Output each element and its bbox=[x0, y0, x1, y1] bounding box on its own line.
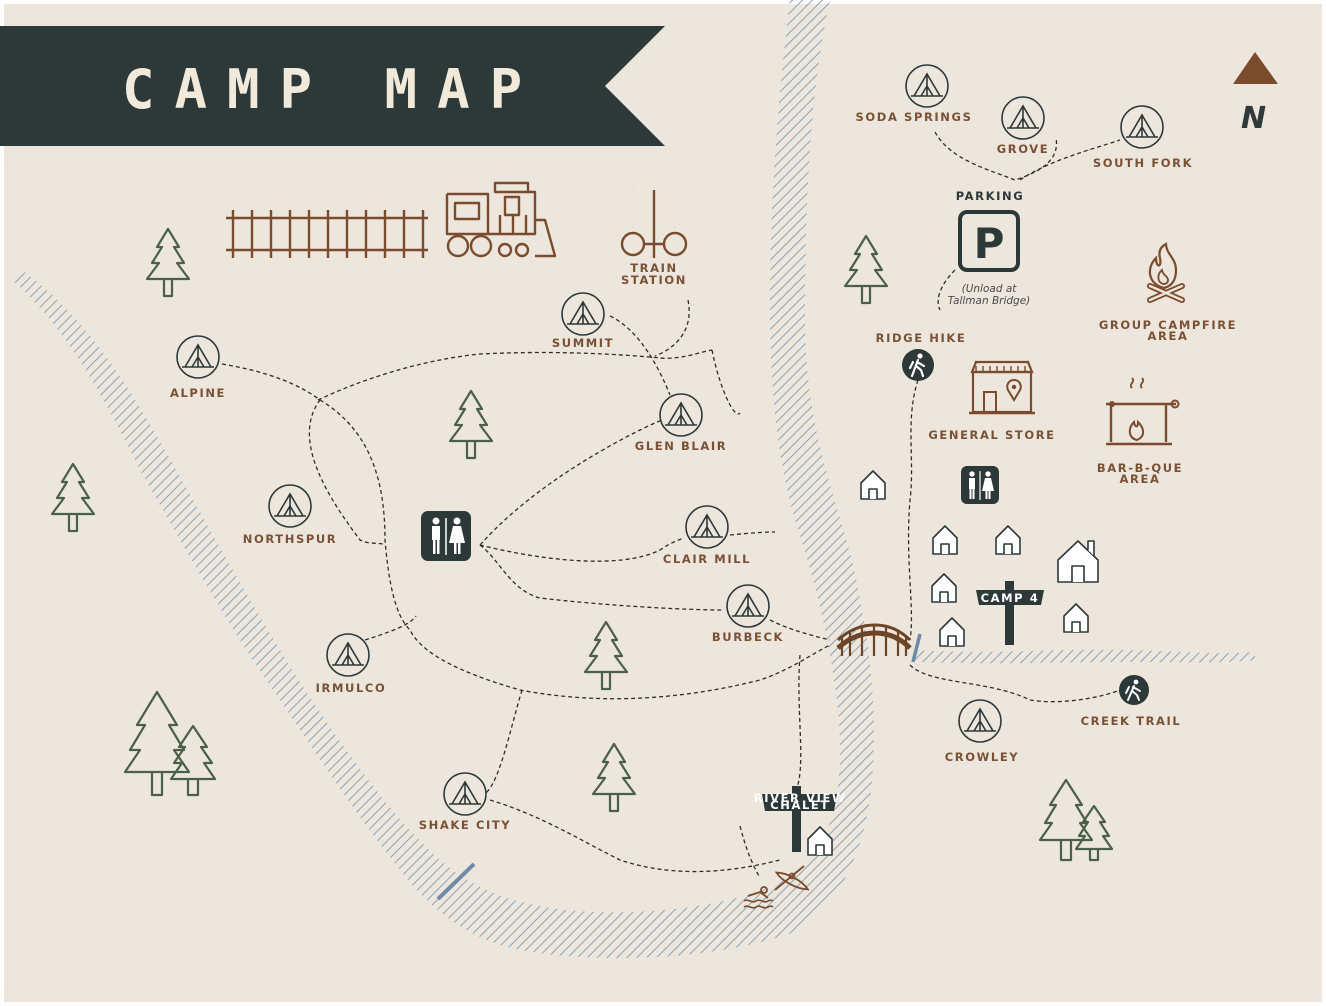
campsite-label: ALPINE bbox=[170, 386, 226, 400]
campsite-label: SOUTH FORK bbox=[1093, 156, 1193, 170]
group-campfire-label-2: AREA bbox=[1148, 329, 1189, 343]
kayak-icon[interactable] bbox=[774, 865, 810, 894]
campsite-label: SUMMIT bbox=[552, 336, 614, 350]
parking-icon[interactable]: P bbox=[958, 210, 1020, 272]
creek-trail-label: CREEK TRAIL bbox=[1081, 714, 1182, 728]
river-view-label-2: CHALET bbox=[770, 798, 830, 812]
river-creek bbox=[915, 649, 1255, 664]
river-marker-left bbox=[436, 862, 476, 901]
train-station-label-2: STATION bbox=[621, 273, 687, 287]
campsite-soda-springs[interactable]: SODA SPRINGS bbox=[856, 64, 973, 124]
campsite-alpine[interactable]: ALPINE bbox=[170, 335, 226, 400]
signpost-icon: CAMP 4 bbox=[976, 581, 1044, 645]
campsite-label: GROVE bbox=[997, 142, 1050, 156]
campsite-shake-city[interactable]: SHAKE CITY bbox=[419, 772, 511, 832]
river-marker-right bbox=[911, 633, 922, 663]
ridge-hike-label: RIDGE HIKE bbox=[876, 331, 967, 345]
tree-group-icon bbox=[1038, 778, 1114, 862]
campsite-label: CROWLEY bbox=[945, 750, 1019, 764]
hiker-icon[interactable] bbox=[902, 349, 934, 381]
store-icon[interactable] bbox=[969, 360, 1035, 415]
north-arrow-icon: N bbox=[1233, 52, 1278, 136]
campsite-label: CLAIR MILL bbox=[663, 552, 751, 566]
campsite-irmulco[interactable]: IRMULCO bbox=[316, 633, 387, 695]
camp4-label: CAMP 4 bbox=[981, 591, 1040, 605]
swimming-icon[interactable] bbox=[743, 886, 774, 909]
campsite-clair-mill[interactable]: CLAIR MILL bbox=[663, 505, 751, 566]
bbq-label: BAR-B-QUE bbox=[1097, 461, 1183, 475]
campsite-glen-blair[interactable]: GLEN BLAIR bbox=[635, 393, 727, 453]
railroad-crossing-icon bbox=[620, 185, 688, 258]
tree-group-icon bbox=[123, 690, 217, 797]
campsite-crowley[interactable]: CROWLEY bbox=[945, 699, 1019, 764]
campsite-label: SODA SPRINGS bbox=[856, 110, 973, 124]
campfire-icon[interactable] bbox=[1147, 242, 1185, 303]
campsite-northspur[interactable]: NORTHSPUR bbox=[243, 484, 338, 546]
hiker-icon[interactable] bbox=[1119, 675, 1149, 705]
railroad-track-icon bbox=[226, 210, 428, 258]
campsite-label: GLEN BLAIR bbox=[635, 439, 727, 453]
lodge-icon[interactable] bbox=[1057, 540, 1099, 583]
train-icon bbox=[445, 181, 557, 258]
bridge-icon[interactable] bbox=[836, 623, 912, 656]
general-store-label: GENERAL STORE bbox=[928, 428, 1055, 442]
trail-network bbox=[221, 131, 1121, 879]
page-title: CAMP MAP bbox=[122, 58, 542, 121]
campsite-label: NORTHSPUR bbox=[243, 532, 338, 546]
campsite-label: SHAKE CITY bbox=[419, 818, 511, 832]
title-banner: CAMP MAP bbox=[0, 26, 665, 146]
bbq-icon[interactable] bbox=[1106, 377, 1180, 446]
north-label: N bbox=[1241, 101, 1266, 136]
campsite-summit[interactable]: SUMMIT bbox=[552, 292, 614, 350]
river-main bbox=[10, 0, 874, 959]
parking-symbol: P bbox=[974, 219, 1005, 268]
restroom-icon[interactable] bbox=[961, 466, 999, 504]
restroom-icon[interactable] bbox=[421, 511, 471, 561]
train-station-label: TRAIN bbox=[630, 261, 678, 275]
campsite-burbeck[interactable]: BURBECK bbox=[712, 584, 784, 644]
river-view-label: RIVER VIEW bbox=[754, 791, 846, 805]
group-campfire-label: GROUP CAMPFIRE bbox=[1099, 318, 1237, 332]
campsite-label: IRMULCO bbox=[316, 681, 387, 695]
parking-note-2: Tallman Bridge) bbox=[948, 295, 1031, 307]
bbq-label-2: AREA bbox=[1120, 472, 1161, 486]
campsite-label: BURBECK bbox=[712, 630, 784, 644]
parking-label: PARKING bbox=[956, 189, 1025, 203]
signpost-icon: RIVER VIEW CHALET bbox=[754, 786, 846, 852]
campsite-south-fork[interactable]: SOUTH FORK bbox=[1093, 105, 1193, 170]
campsite-grove[interactable]: GROVE bbox=[997, 96, 1050, 156]
parking-note: (Unload at bbox=[962, 283, 1018, 295]
map-background bbox=[4, 4, 1322, 1002]
